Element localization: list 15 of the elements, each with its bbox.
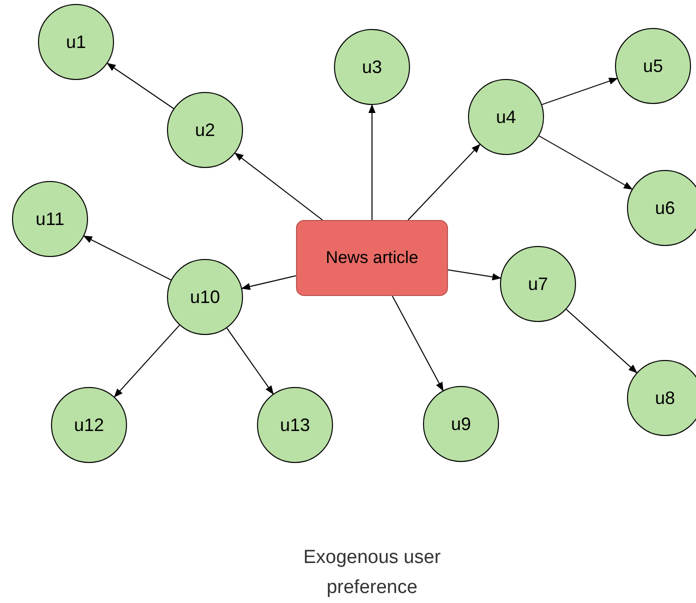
- arrow: [114, 324, 180, 398]
- arrow: [83, 236, 172, 280]
- caption: Exogenous user preference: [302, 546, 442, 600]
- arrow: [541, 78, 618, 106]
- arrow: [392, 296, 444, 392]
- arrow: [566, 308, 638, 374]
- arrow: [448, 269, 502, 280]
- article-box: News article: [296, 220, 448, 296]
- arrow: [368, 104, 376, 220]
- arrow: [408, 144, 480, 220]
- arrow: [226, 328, 274, 395]
- arrow: [241, 275, 296, 290]
- arrow: [106, 62, 174, 110]
- arrow: [538, 135, 633, 190]
- arrow: [234, 152, 323, 220]
